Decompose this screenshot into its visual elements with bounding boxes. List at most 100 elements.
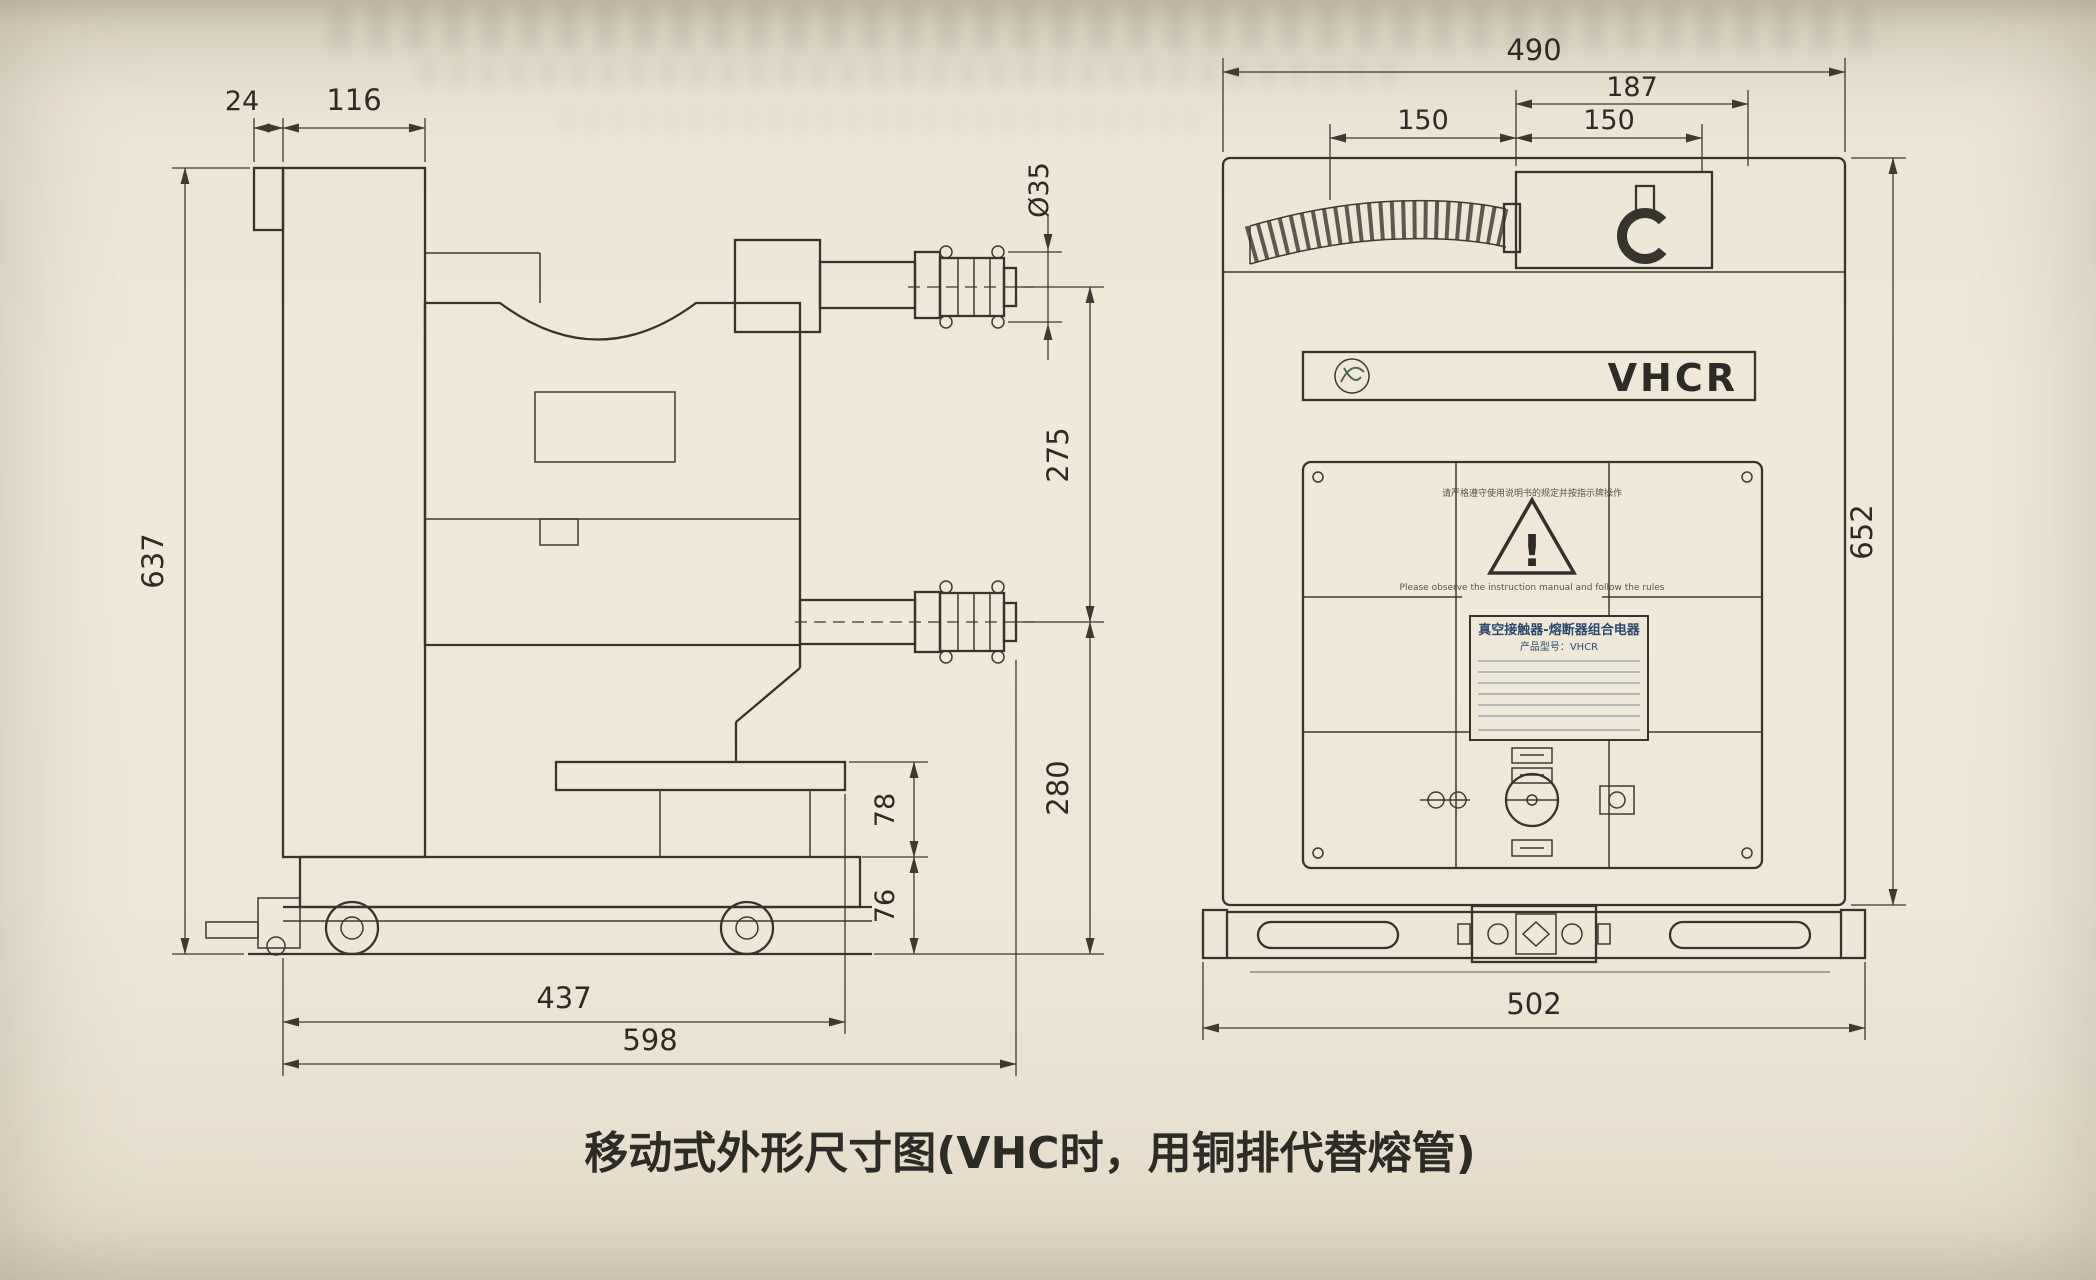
dim-label-637: 637 [136, 533, 170, 588]
model-label-bar: VHCR [1301, 350, 1757, 402]
warning-block: 请严格遵守使用说明书的规定并按指示牌操作 ! Please observe th… [1400, 480, 1665, 598]
interlock-eye [1449, 791, 1467, 809]
contact-spring [939, 315, 953, 329]
front-truck-base [1201, 904, 1867, 973]
caption: 移动式外形尺寸图(VHC时，用铜排代替熔管) [584, 1128, 1475, 1179]
dim-label-24: 24 [225, 86, 259, 117]
conduit-ribs [1244, 200, 1509, 264]
counter-dial [1608, 791, 1626, 809]
indicator-window [1511, 747, 1553, 764]
dim-label-150-right: 150 [1583, 105, 1635, 136]
latch-bracket [257, 897, 301, 949]
top-lip [252, 166, 285, 232]
front-view: VHCR 请严格遵守使用说明书的规定并按指示牌操作 ! [1201, 33, 1906, 1040]
label-bar [1301, 350, 1757, 402]
body-label-plate [534, 391, 676, 463]
hook-icon [1617, 208, 1673, 264]
side-view-dimensions: 24 116 637 Ø35 275 280 [136, 83, 1104, 1076]
base-end-block [1201, 908, 1229, 960]
nameplate-model: 产品型号：VHCR [1520, 640, 1598, 653]
dim-label-598: 598 [622, 1023, 677, 1057]
dim-label-502: 502 [1506, 987, 1561, 1021]
counter-window [1599, 785, 1635, 815]
nameplate-title: 真空接触器-熔断器组合电器 [1478, 622, 1640, 638]
upper-contact-arm [733, 238, 1040, 334]
rear-wheel-hub [735, 916, 759, 940]
flexible-conduit [1244, 199, 1522, 265]
fuse-shelf [554, 760, 847, 792]
dim-label-150-left: 150 [1397, 105, 1449, 136]
contact-spring [939, 650, 953, 664]
dim-label-437: 437 [536, 981, 591, 1015]
inner-panel: 请严格遵守使用说明书的规定并按指示牌操作 ! Please observe th… [1301, 460, 1764, 870]
panel-outline [1301, 460, 1764, 870]
dim-label-490: 490 [1506, 33, 1561, 67]
model-label: VHCR [1608, 356, 1738, 400]
front-view-dimensions: 490 187 150 150 652 502 [1202, 33, 1906, 1040]
warning-triangle-icon [1486, 496, 1578, 575]
side-view: 24 116 637 Ø35 275 280 [136, 83, 1104, 1076]
interlock-lever [205, 921, 259, 939]
racking-lug [1457, 923, 1471, 945]
arm-adapter [913, 250, 942, 320]
racking-diamond [1521, 920, 1551, 948]
warning-exclamation: ! [1522, 526, 1542, 577]
back-column [281, 166, 427, 859]
contact-spring [991, 245, 1005, 259]
contact-spring [991, 650, 1005, 664]
dim-label-187: 187 [1606, 72, 1658, 103]
operation-port-center [1526, 794, 1538, 806]
dim-label-280: 280 [1041, 760, 1075, 815]
panel-screw [1741, 847, 1753, 859]
panel-screw [1312, 847, 1324, 859]
contact-spring [939, 245, 953, 259]
racking-hole [1487, 923, 1509, 945]
dim-label-dia35: Ø35 [1024, 162, 1055, 218]
pole-block [733, 238, 822, 334]
front-view-geometry: VHCR 请严格遵守使用说明书的规定并按指示牌操作 ! [1201, 156, 1867, 973]
warning-text-en: Please observe the instruction manual an… [1400, 583, 1665, 593]
warning-text-cn: 请严格遵守使用说明书的规定并按指示牌操作 [1442, 487, 1622, 499]
truck-frame [298, 855, 862, 909]
interlock-eye [1427, 791, 1445, 809]
conduit-edge [1249, 199, 1507, 227]
racking-mechanism [1470, 904, 1598, 964]
panel-screw [1312, 471, 1324, 483]
side-view-geometry [205, 166, 1040, 956]
brand-logo-icon [1334, 358, 1370, 394]
dim-label-275: 275 [1041, 427, 1075, 482]
nameplate-rows [1478, 660, 1640, 731]
indicator-window [1511, 839, 1553, 857]
dim-label-116: 116 [326, 83, 381, 117]
base-end-block [1839, 908, 1867, 960]
nameplate-outline [1469, 615, 1649, 741]
arm-tube [818, 260, 917, 310]
contact-spring [991, 580, 1005, 594]
indicator-window [1511, 767, 1553, 784]
operating-elements [1420, 747, 1635, 857]
pull-handle-right [1668, 920, 1812, 950]
contact-spring [991, 315, 1005, 329]
conduit-edge [1249, 237, 1507, 265]
contact-spring [939, 580, 953, 594]
racking-lug [1597, 923, 1611, 945]
lower-body-steps [554, 645, 847, 857]
racking-socket [1515, 913, 1557, 955]
body-tab [539, 518, 579, 546]
lifting-hook-box [1514, 170, 1714, 270]
nameplate: 真空接触器-熔断器组合电器 产品型号：VHCR [1469, 615, 1649, 741]
edge-line [735, 667, 801, 723]
dim-label-652: 652 [1845, 504, 1879, 559]
conduit-fitting [1502, 202, 1522, 254]
racking-hole [1561, 923, 1583, 945]
chassis-truck [205, 855, 872, 956]
front-wheel [324, 900, 380, 956]
hook-box [1514, 170, 1714, 270]
latch-roller [266, 936, 286, 956]
pull-handle-left [1256, 920, 1400, 950]
dim-label-76: 76 [870, 889, 901, 923]
dim-label-78: 78 [870, 793, 901, 827]
lower-contact-arm [795, 580, 1040, 664]
rear-wheel [719, 900, 775, 956]
